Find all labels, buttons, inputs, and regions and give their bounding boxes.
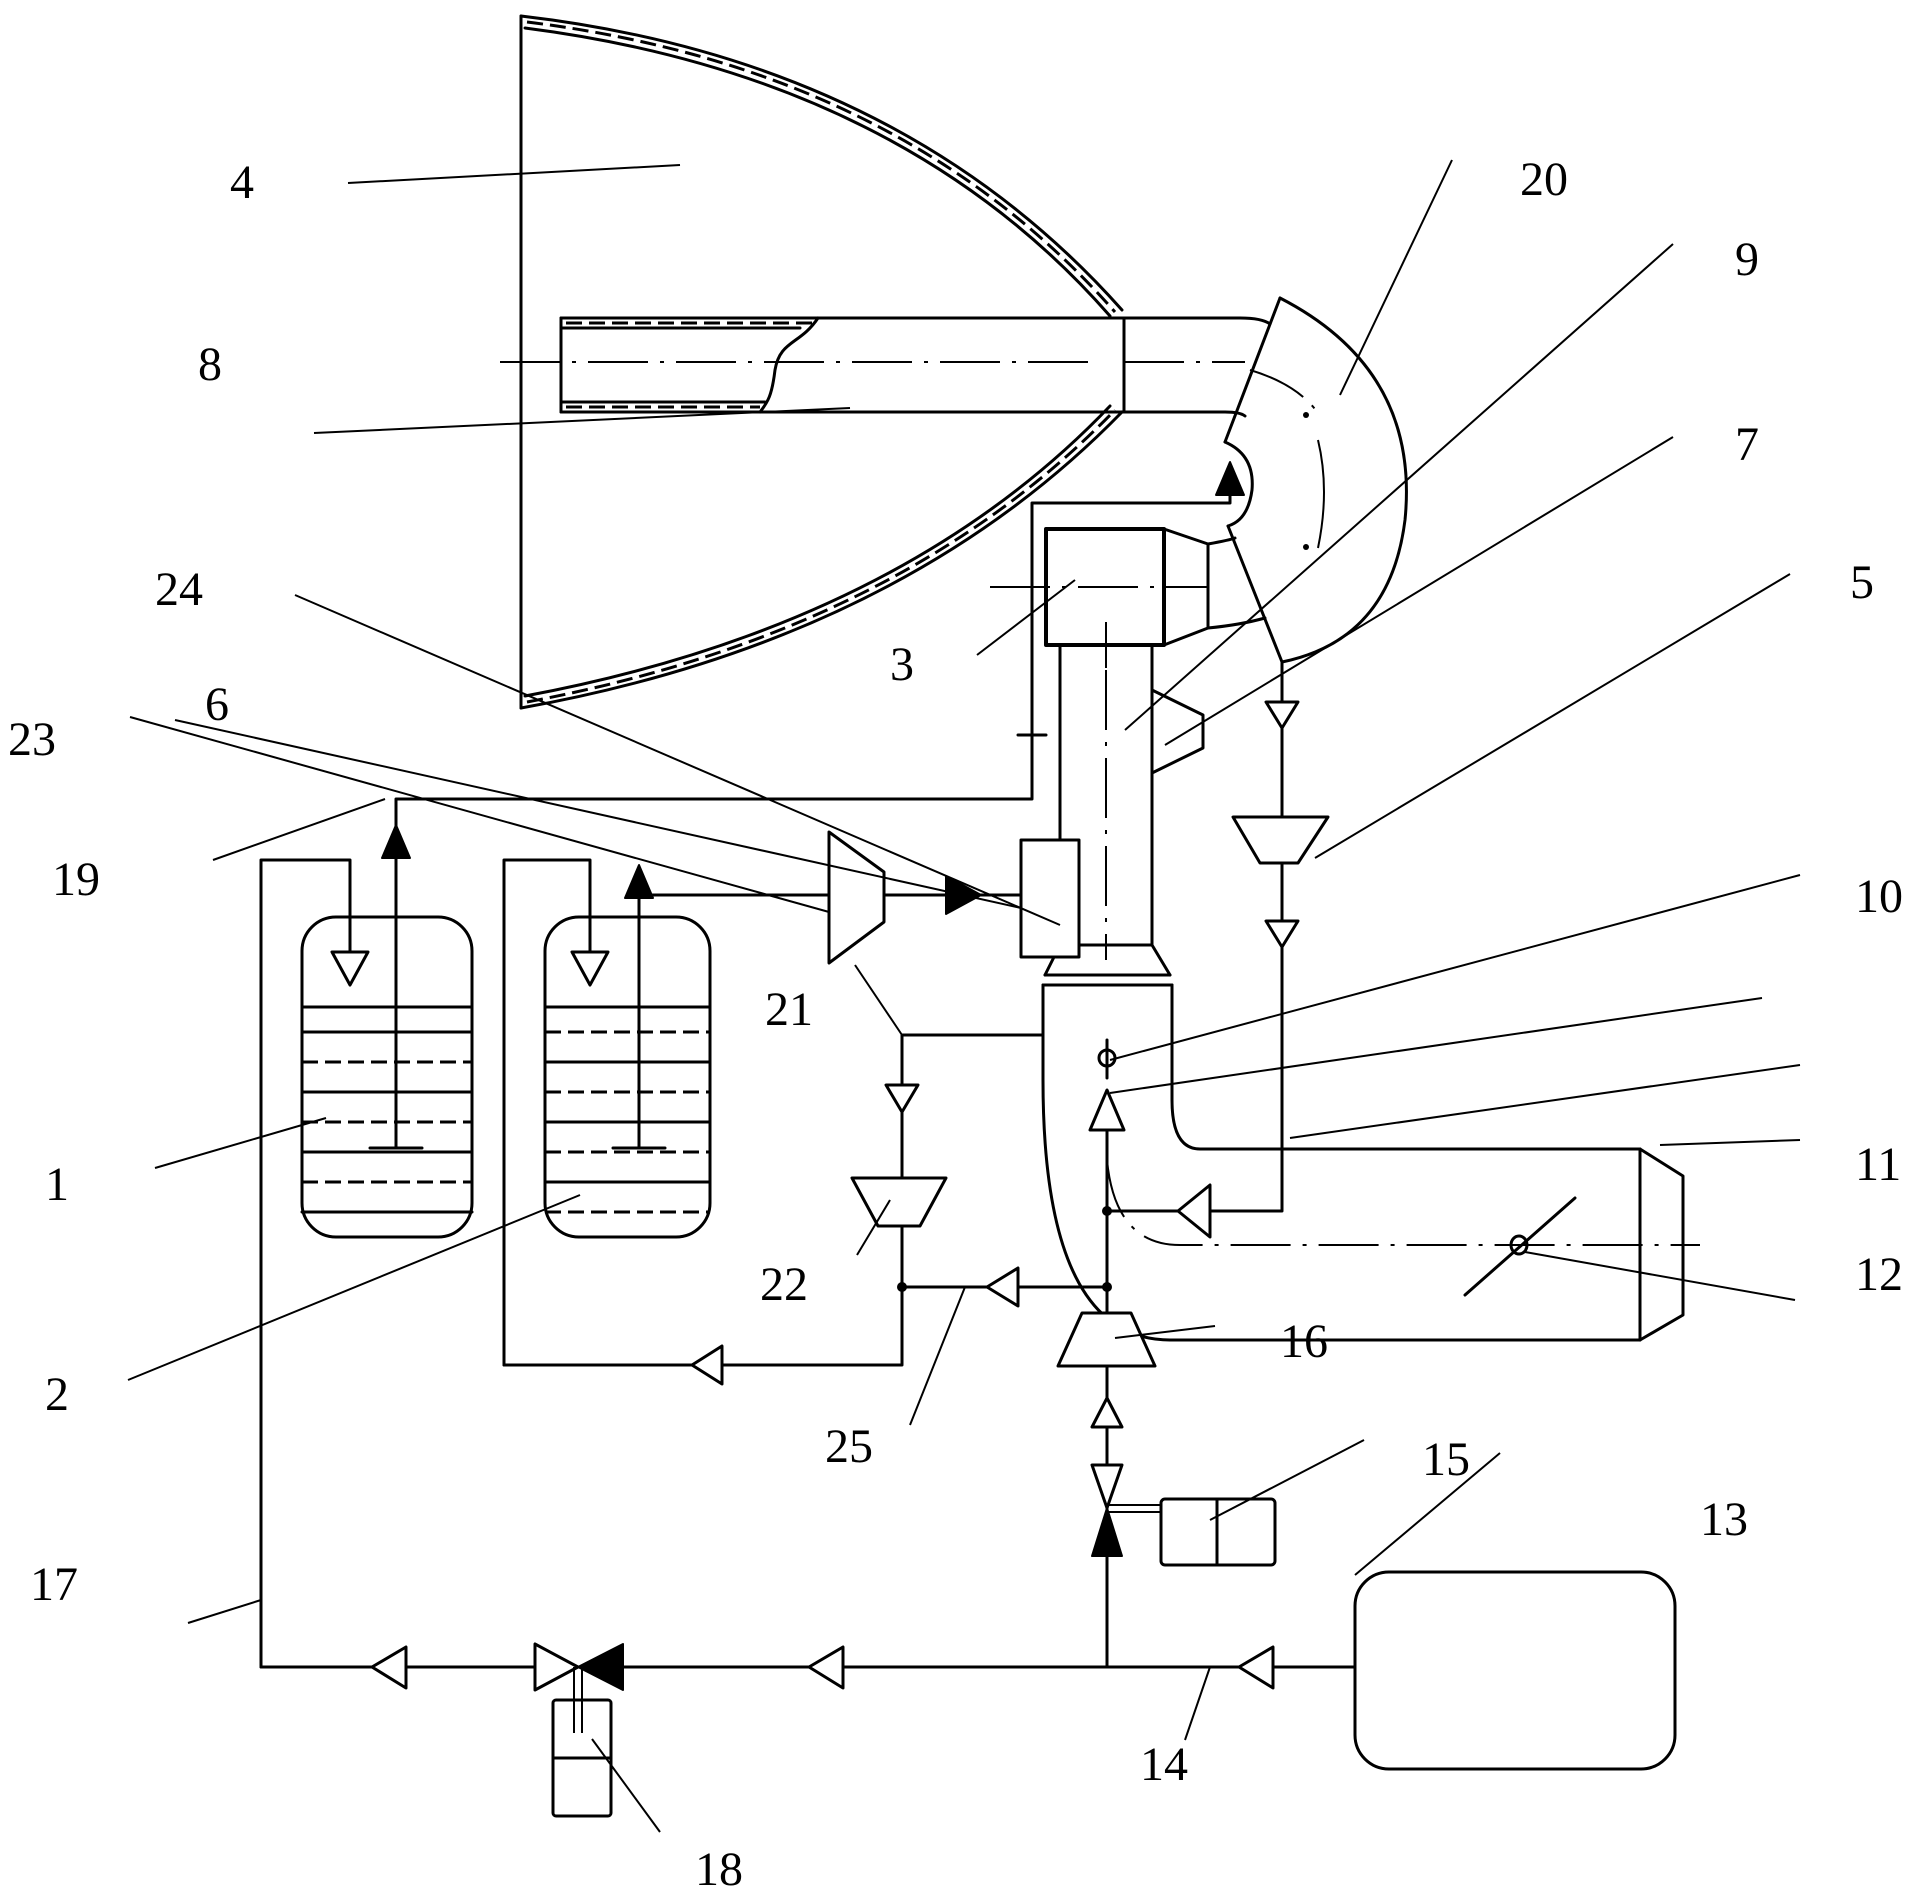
valve-18 <box>533 1642 624 1818</box>
pump-6 <box>827 830 886 965</box>
label-21: 21 <box>765 983 813 1036</box>
label-1: 1 <box>45 1158 69 1211</box>
lower-elbow-duct <box>1041 983 1700 1342</box>
label-16: 16 <box>1280 1315 1328 1368</box>
label-7: 7 <box>1735 418 1759 471</box>
return-line-17 <box>259 998 624 1818</box>
liquid-tank-1 <box>259 858 474 1239</box>
label-14: 14 <box>1140 1738 1188 1791</box>
label-5: 5 <box>1850 556 1874 609</box>
damper-12 <box>1463 1196 1577 1297</box>
storage-tank-13 <box>1353 1570 1677 1771</box>
label-10: 10 <box>1855 870 1903 923</box>
nozzle-11 <box>1638 1147 1685 1342</box>
arrow-up-tank-2 <box>624 864 654 899</box>
inner-pipe-8 <box>500 316 1126 414</box>
leader-lines <box>127 159 1801 1833</box>
branch-line-21 <box>502 1033 1045 1386</box>
supply-line-14 <box>259 1570 1677 1771</box>
label-22: 22 <box>760 1258 808 1311</box>
label-17: 17 <box>30 1558 78 1611</box>
fan-housing-3 <box>990 527 1210 668</box>
injector-box-24 <box>1019 838 1081 959</box>
feed-line-23 <box>637 830 1023 1012</box>
label-25: 25 <box>825 1420 873 1473</box>
label-20: 20 <box>1520 153 1568 206</box>
vertical-supply-line <box>1056 1128 1277 1669</box>
label-23: 23 <box>8 713 56 766</box>
label-12: 12 <box>1855 1248 1903 1301</box>
side-block-7 <box>1150 688 1205 775</box>
label-9: 9 <box>1735 233 1759 286</box>
label-24: 24 <box>155 563 203 616</box>
label-4: 4 <box>230 156 254 209</box>
label-3: 3 <box>890 638 914 691</box>
label-6: 6 <box>205 678 229 731</box>
liquid-tank-2 <box>502 858 712 1367</box>
label-8: 8 <box>198 338 222 391</box>
label-13: 13 <box>1700 1493 1748 1546</box>
label-11: 11 <box>1855 1138 1901 1191</box>
branch-line-25 <box>897 1206 1112 1308</box>
elbow-duct-20 <box>1122 296 1408 664</box>
feed-line-19 <box>394 461 1245 1002</box>
pump-line-5 <box>1105 660 1330 1239</box>
horn-reflector-4 <box>519 14 1124 710</box>
label-18: 18 <box>695 1843 743 1886</box>
label-15: 15 <box>1422 1433 1470 1486</box>
pump-5 <box>1231 815 1330 865</box>
label-19: 19 <box>52 853 100 906</box>
pump-16 <box>1056 1311 1157 1368</box>
arrow-up-tank-1 <box>381 824 411 859</box>
label-2: 2 <box>45 1368 69 1421</box>
valve-15 <box>1090 1463 1277 1567</box>
pump-22 <box>850 1176 948 1228</box>
